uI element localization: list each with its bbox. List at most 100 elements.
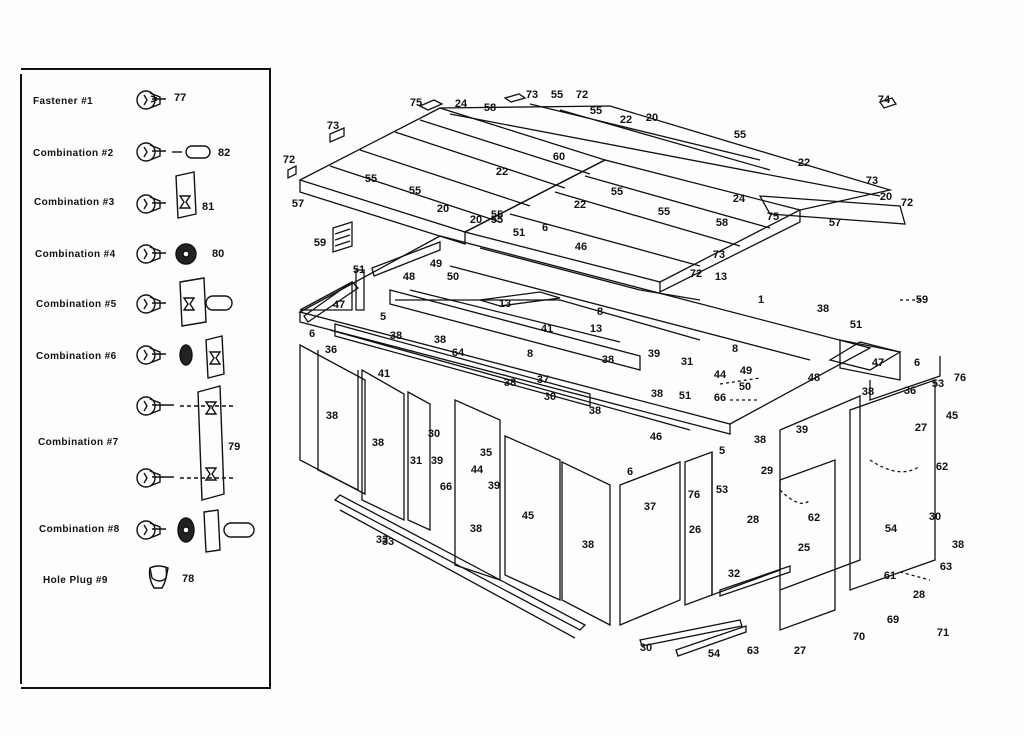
- callout-number: 38: [469, 523, 483, 535]
- legend-label-combination-5: Combination #5: [36, 299, 117, 310]
- callout-number: 38: [433, 334, 447, 346]
- callout-number: 6: [913, 357, 921, 369]
- callout-number: 44: [713, 369, 727, 381]
- callout-number: 20: [436, 203, 450, 215]
- callout-number: 28: [746, 514, 760, 526]
- screw-icon-6: [136, 335, 225, 379]
- callout-number: 62: [935, 461, 949, 473]
- callout-number: 51: [352, 264, 366, 276]
- callout-number: 38: [650, 388, 664, 400]
- callout-number: 61: [883, 570, 897, 582]
- roof-panel-rear: [463, 159, 802, 283]
- legend-label-combination-8: Combination #8: [39, 524, 120, 535]
- callout-number: 49: [739, 365, 753, 377]
- callout-number: 46: [649, 431, 663, 443]
- screw-icon-5: [136, 277, 233, 327]
- callout-number: 76: [953, 372, 967, 384]
- hole-plug-icon: [148, 565, 169, 589]
- callout-number: 6: [541, 222, 549, 234]
- callout-number: 31: [409, 455, 423, 467]
- callout-number: 76: [687, 489, 701, 501]
- callout-number: 33: [381, 536, 395, 548]
- legend-box: [21, 68, 271, 689]
- door-right: [849, 379, 936, 591]
- callout-number: 39: [795, 424, 809, 436]
- callout-number: 33: [375, 534, 389, 546]
- callout-number: 50: [446, 271, 460, 283]
- legend-label-combination-4: Combination #4: [35, 249, 116, 260]
- callout-number: 55: [657, 206, 671, 218]
- callout-number: 72: [900, 197, 914, 209]
- callout-number: 5: [718, 445, 726, 457]
- callout-number: 51: [678, 390, 692, 402]
- legend-part-77: 77: [174, 92, 187, 104]
- legend-part-79: 79: [228, 441, 241, 453]
- callout-number: 8: [526, 348, 534, 360]
- callout-number: 38: [588, 405, 602, 417]
- callout-number: 30: [928, 511, 942, 523]
- callout-number: 57: [291, 198, 305, 210]
- callout-number: 37: [536, 374, 550, 386]
- panel-icon-7: [197, 385, 225, 501]
- callout-number: 36: [903, 385, 917, 397]
- callout-number: 39: [430, 455, 444, 467]
- callout-number: 39: [487, 480, 501, 492]
- callout-number: 24: [454, 98, 468, 110]
- callout-number: 39: [647, 348, 661, 360]
- callout-number: 72: [689, 268, 703, 280]
- callout-number: 51: [849, 319, 863, 331]
- callout-number: 55: [490, 209, 504, 221]
- main-beam: [389, 289, 641, 371]
- callout-number: 71: [936, 627, 950, 639]
- legend-label-combination-3: Combination #3: [34, 197, 115, 208]
- callout-number: 38: [389, 330, 403, 342]
- callout-number: 66: [713, 392, 727, 404]
- legend-part-82: 82: [218, 147, 231, 159]
- legend-box-left-edge: [20, 74, 22, 684]
- callout-number: 59: [313, 237, 327, 249]
- callout-number: 72: [575, 89, 589, 101]
- legend-label-hole-plug-9: Hole Plug #9: [43, 575, 108, 586]
- callout-number: 74: [877, 94, 891, 106]
- callout-number: 47: [871, 357, 885, 369]
- callout-number: 30: [543, 391, 557, 403]
- callout-number: 57: [828, 217, 842, 229]
- callout-number: 6: [308, 328, 316, 340]
- screw-icon-8: [136, 509, 255, 553]
- screw-icon-2: [136, 142, 211, 162]
- callout-number: 54: [707, 648, 721, 660]
- callout-number: 59: [915, 294, 929, 306]
- callout-number: 29: [760, 465, 774, 477]
- callout-number: 60: [552, 151, 566, 163]
- callout-number: 53: [931, 378, 945, 390]
- callout-number: 73: [712, 249, 726, 261]
- callout-number: 5: [379, 311, 387, 323]
- callout-number: 64: [451, 347, 465, 359]
- callout-number: 73: [326, 120, 340, 132]
- callout-number: 22: [573, 199, 587, 211]
- callout-number: 70: [852, 631, 866, 643]
- callout-number: 38: [951, 539, 965, 551]
- legend-label-combination-6: Combination #6: [36, 351, 117, 362]
- callout-number: 63: [746, 645, 760, 657]
- callout-number: 72: [282, 154, 296, 166]
- screw-icon-1: [136, 90, 166, 110]
- callout-number: 55: [408, 185, 422, 197]
- callout-number: 45: [521, 510, 535, 522]
- callout-number: 38: [753, 434, 767, 446]
- legend-part-80: 80: [212, 248, 225, 260]
- callout-number: 73: [525, 89, 539, 101]
- callout-number: 27: [793, 645, 807, 657]
- callout-number: 30: [639, 642, 653, 654]
- callout-number: 69: [886, 614, 900, 626]
- callout-number: 20: [879, 191, 893, 203]
- callout-number: 38: [371, 437, 385, 449]
- front-wall-panel-3: [619, 461, 681, 626]
- callout-number: 58: [715, 217, 729, 229]
- callout-number: 24: [732, 193, 746, 205]
- callout-number: 38: [503, 377, 517, 389]
- callout-number: 48: [402, 271, 416, 283]
- callout-number: 30: [427, 428, 441, 440]
